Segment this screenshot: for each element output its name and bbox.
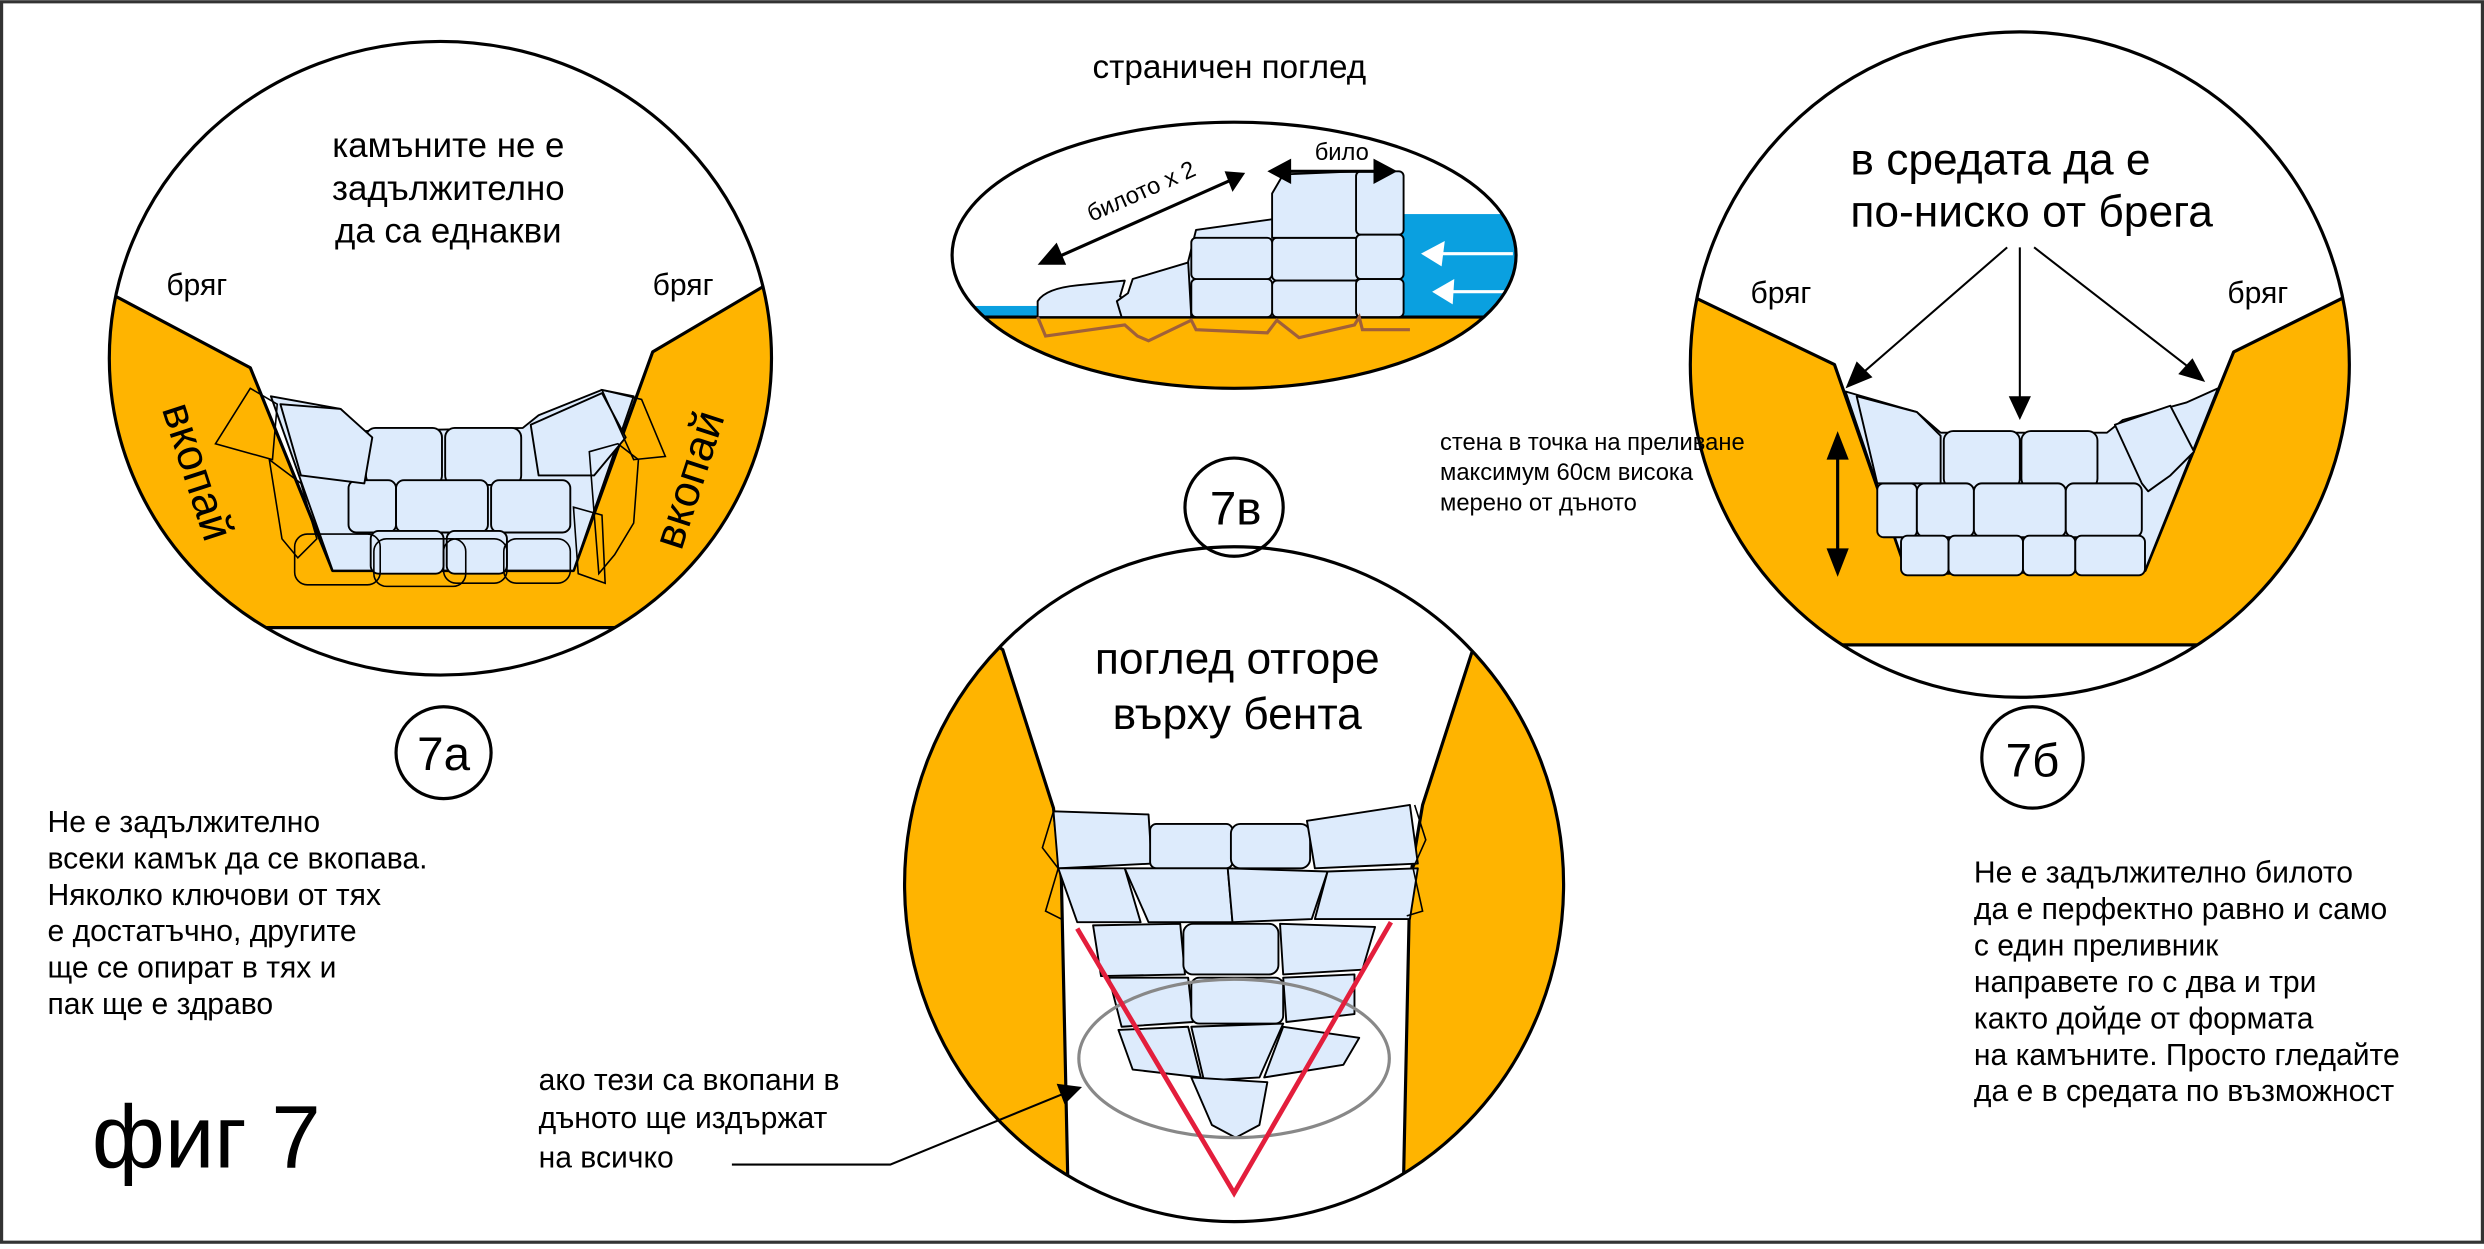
side-view-lens [950,120,1518,390]
panel-7b: в средата да е по-ниско от брега бряг бр… [1440,30,2400,1109]
heading-line: камъните не е [332,126,564,165]
badge-7a: 7а [417,728,470,781]
heading-line: поглед отгоре [1095,634,1380,683]
buried-stones [214,387,667,588]
note-line: мерено от дъното [1440,489,1637,516]
note-line: ще се опират в тях и [48,952,337,985]
heading-line: задължително [332,169,565,208]
stone-wall [1844,387,2219,577]
badge-7b: 7б [2006,734,2060,787]
note-line: е достатъчно, другите [48,915,357,948]
key-stones-leader-arrow [731,1083,1082,1166]
pointer-arrows [1845,246,2206,421]
note-line: ако тези са вкопани в [539,1064,840,1097]
stone-wall [269,388,635,575]
flow-arrows [1421,241,1513,305]
crest-width-arrow [1267,158,1398,184]
note-line: стена в точка на преливане [1440,429,1745,456]
note-line: максимум 60см висока [1440,459,1694,486]
note-line: с един преливник [1974,929,2219,962]
badge-7b-circle [1980,705,2085,810]
panel-7a-cross-section [109,267,772,630]
panel-7b-cross-section [1690,283,2350,647]
panel-7b-note: Не е задължително билото да е перфектно … [1974,857,2400,1109]
stone-wall [1052,804,1419,1139]
badge-7v-circle [1183,456,1285,558]
panel-7a-note: Не е задължително всеки камък да се вкоп… [48,806,428,1021]
crest-label: било [1315,139,1369,166]
foundation-outline [1036,312,1410,343]
water-downstream [952,305,1054,318]
badge-7v: 7в [1210,483,1262,536]
panel-7a-lens [107,39,774,677]
bank-right-label: бряг [2227,277,2288,310]
water-upstream [1402,214,1517,318]
panel-7b-lens [1688,30,2351,699]
note-line: на камъните. Просто гледайте [1974,1039,2400,1072]
note-line: да е перфектно равно и само [1974,893,2387,926]
note-line: направете го с два и три [1974,966,2317,999]
heading-line: върху бента [1113,690,1362,739]
note-line: да е в средата по възможност [1974,1075,2395,1108]
key-stones-note: ако тези са вкопани в дъното ще издържат… [539,1064,840,1175]
badge-7a-circle [394,705,493,801]
panel-7a: камъните не е задължително да са еднакви… [48,39,774,1021]
note-line: пак ще е здраво [48,988,274,1021]
bank-left-label: бряг [166,269,227,302]
heading-line: да са еднакви [335,212,562,251]
wall-height-note: стена в точка на преливане максимум 60см… [1440,429,1745,516]
heading-line: по-ниско от брега [1850,188,2213,237]
note-line: Няколко ключови от тях [48,879,382,912]
wall-height-arrow [1826,431,1849,577]
buried-stones [1041,811,1062,920]
note-line: Не е задължително билото [1974,857,2353,890]
figure-title: фиг 7 [92,1088,321,1187]
bank-left-label: бряг [1751,277,1812,310]
side-view-title: страничен поглед [1092,49,1366,86]
v-shape-indicator [1075,921,1393,1198]
heading-line: в средата да е [1850,135,2150,184]
buried-stones [1406,804,1427,917]
bank-right-label: бряг [653,269,714,302]
note-line: Не е задължително [48,806,321,839]
side-stones [1036,170,1405,318]
note-line: на всичко [539,1142,674,1175]
panel-7v-lens [902,545,1566,1224]
note-line: дъното ще издържат [539,1102,828,1135]
note-line: както дойде от формата [1974,1002,2314,1035]
key-stones-highlight [1077,977,1391,1140]
note-line: всеки камък да се вкопава. [48,842,428,875]
